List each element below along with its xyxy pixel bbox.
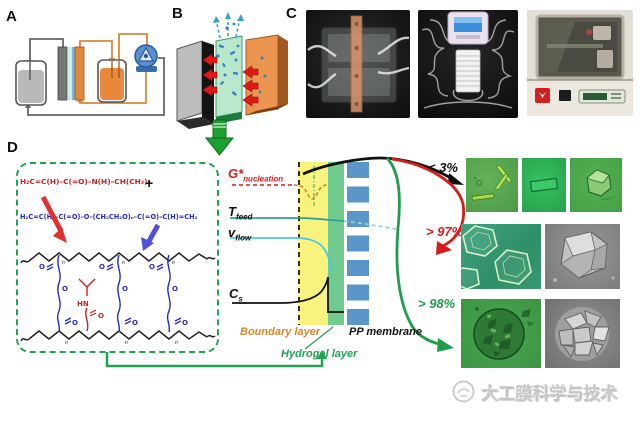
t-feed-label: Tfeed	[228, 204, 253, 222]
panel-d-chemistry-art: H₂C=C(H)–C(=O)–N(H)–CH(CH₃)₂ + H₂C=C(H)–…	[20, 175, 216, 346]
ester-oxygen-labels: O O O O O O O O O	[39, 263, 188, 327]
nipam-pendant: HN O	[77, 278, 104, 332]
svg-text:n: n	[65, 340, 68, 346]
svg-text:O: O	[172, 285, 178, 293]
v-flow-label: vflow	[228, 225, 252, 243]
svg-text:O: O	[132, 319, 138, 327]
vapor-dashed-arrows	[215, 16, 241, 39]
boundary-layer-label: Boundary layer	[240, 326, 321, 338]
photo-membrane-cell-art	[307, 15, 410, 113]
panel-b-exploded-cell-schematic	[176, 12, 288, 156]
blue-monomer-arrow	[141, 223, 161, 251]
v-flow-curve	[230, 237, 332, 273]
plus-sign: +	[145, 175, 153, 191]
orange-plate	[245, 34, 288, 116]
svg-text:O: O	[62, 285, 68, 293]
svg-text:O: O	[122, 285, 128, 293]
outcome-mid-label: > 97%	[426, 224, 464, 239]
vapor-arrowheads	[213, 12, 244, 23]
feedback-connector-arrow	[105, 350, 327, 368]
g-star-curve	[232, 184, 329, 200]
membrane-module	[57, 46, 85, 101]
svg-text:n: n	[172, 260, 175, 266]
photo-membrane-cell	[306, 10, 410, 118]
outcome-arrow-mid	[391, 157, 466, 255]
black-plate	[176, 40, 214, 129]
hydrogel-layer-band	[328, 162, 344, 325]
t-feed-curve	[230, 217, 397, 230]
svg-text:n: n	[122, 260, 125, 266]
panel-a-flow-loop-schematic	[15, 33, 165, 116]
photo-incubator	[527, 10, 633, 116]
watermark: 大工膜科学与技术	[452, 379, 617, 404]
svg-text:O: O	[182, 319, 188, 327]
feed-vessel	[15, 60, 47, 106]
g-star-label: G*nucleation	[228, 166, 284, 184]
panel-c-label: C	[286, 5, 297, 22]
red-monomer-arrow	[40, 195, 67, 243]
sem-polyhedral-crystal	[545, 224, 620, 289]
svg-text:HN: HN	[77, 300, 89, 308]
svg-text:O: O	[149, 263, 155, 271]
svg-text:n: n	[175, 340, 178, 346]
micrograph-rod-crystal	[522, 158, 566, 212]
pp-membrane-band	[347, 162, 369, 325]
outcome-arrow-high	[385, 157, 454, 352]
membrane-crystallization-diagram	[230, 156, 466, 352]
pp-membrane-label: PP membrane	[349, 326, 422, 338]
flow-down-arrow	[204, 119, 235, 156]
svg-text:O: O	[98, 312, 104, 320]
hydrogel-chemistry-box	[16, 162, 219, 353]
outcome-arrow-low	[302, 156, 464, 185]
red-flux-arrows	[202, 53, 259, 107]
hydrogel-label-pointer-line	[304, 326, 334, 350]
repeat-unit-subscripts: n n n n n n	[62, 260, 178, 346]
svg-text:n: n	[62, 260, 65, 266]
pegda-formula: H₂C=C(H)–C(=O)–O–(CH₂CH₂O)ₙ–C(=O)–C(H)=C…	[20, 213, 198, 221]
outcome-high-label: > 98%	[418, 296, 456, 311]
peg-crosslink-chains	[46, 254, 182, 333]
photo-peristaltic-pump-art	[421, 11, 515, 109]
panel-d-label: D	[7, 139, 18, 156]
svg-text:O: O	[99, 263, 105, 271]
c-s-curve	[232, 276, 344, 313]
hydrogel-membrane-plate	[215, 35, 243, 124]
nipam-formula: H₂C=C(H)–C(=O)–N(H)–CH(CH₃)₂	[20, 177, 151, 186]
svg-text:O: O	[39, 263, 45, 271]
panel-a-label: A	[6, 8, 17, 25]
outcome-low-label: < 3%	[428, 160, 458, 175]
pump-icon	[134, 44, 158, 72]
micrograph-needle-crystals	[466, 158, 518, 212]
photo-peristaltic-pump	[418, 10, 518, 118]
hydrogel-layer-label: Hydrogel layer	[281, 348, 358, 360]
sem-spherical-aggregate	[545, 299, 620, 368]
micrograph-hexagonal-plates	[461, 224, 541, 289]
photo-incubator-art	[527, 10, 633, 116]
solute-particles	[216, 22, 267, 97]
svg-text:O: O	[72, 319, 78, 327]
panel-b-label: B	[172, 5, 183, 22]
c-s-label: Cs	[229, 286, 243, 304]
micrograph-hexagonal-crystal	[570, 158, 622, 212]
svg-text:n: n	[125, 340, 128, 346]
permeate-vessel	[97, 59, 127, 103]
watermark-logo-icon	[452, 380, 475, 403]
micrograph-spherulite-aggregate	[461, 299, 541, 368]
watermark-text: 大工膜科学与技术	[481, 384, 617, 403]
